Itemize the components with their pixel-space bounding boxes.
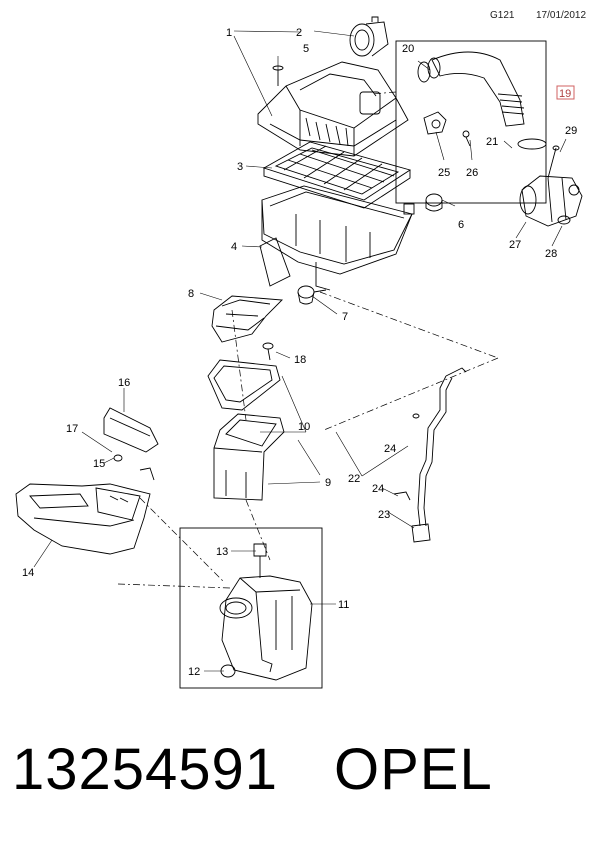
seal-10 — [207, 359, 281, 411]
screw-5 — [272, 65, 284, 86]
callout-27: 27 — [509, 239, 521, 251]
clip-24 — [393, 413, 420, 501]
callout-12: 12 — [188, 666, 200, 678]
intake-duct-9 — [213, 413, 285, 501]
callout-4: 4 — [231, 241, 237, 253]
callout-22: 22 — [348, 473, 360, 485]
callout-2: 2 — [296, 27, 302, 39]
callout-15: 15 — [93, 458, 105, 470]
air-cleaner-lower-housing — [259, 185, 415, 291]
callout-29: 29 — [565, 125, 577, 137]
clip-18 — [262, 342, 274, 361]
callout-10: 10 — [298, 421, 310, 433]
callout-14: 14 — [22, 567, 34, 579]
callout-19-box — [556, 85, 575, 100]
callout-5: 5 — [303, 43, 309, 55]
screw-26 — [462, 130, 471, 147]
callout-6: 6 — [458, 219, 464, 231]
callout-18: 18 — [294, 354, 306, 366]
screw-15 — [113, 454, 123, 462]
clamp-20 — [417, 61, 431, 83]
callout-25: 25 — [438, 167, 450, 179]
bracket-16 — [103, 407, 159, 453]
diagram-date: 17/01/2012 — [536, 10, 587, 21]
callout-21: 21 — [486, 136, 498, 148]
callout-11: 11 — [338, 599, 349, 611]
callout-20: 20 — [402, 43, 414, 55]
air-cleaner-cover — [257, 61, 409, 157]
diagram-code: G121 — [490, 10, 515, 21]
callout-26: 26 — [466, 167, 478, 179]
callout-16: 16 — [118, 377, 130, 389]
callout-9: 9 — [325, 477, 331, 489]
callout-7: 7 — [342, 311, 348, 323]
valve-25 — [423, 111, 447, 135]
callout-28: 28 — [545, 248, 557, 260]
detail-frame-air-hose — [395, 40, 547, 204]
callout-24-upper: 24 — [384, 443, 396, 455]
air-filter-element — [262, 141, 412, 209]
mass-airflow-sensor — [349, 16, 389, 57]
detail-frame-resonator — [179, 527, 323, 689]
callout-23: 23 — [378, 509, 390, 521]
bolt-29 — [547, 145, 560, 179]
gasket-28 — [557, 215, 571, 225]
air-intake-snorkel-14 — [15, 467, 155, 555]
grommet-12 — [220, 659, 273, 678]
air-hose-19 — [427, 51, 525, 127]
callout-3: 3 — [237, 161, 243, 173]
air-duct-8 — [211, 295, 284, 343]
exploded-view-drawing: 1 2 3 4 5 6 7 8 9 10 11 12 13 14 15 16 1… — [15, 16, 583, 689]
grommet-6 — [425, 193, 443, 212]
part-number: 13254591 — [12, 737, 279, 802]
resonator-11 — [219, 575, 313, 681]
callout-8: 8 — [188, 288, 194, 300]
mount-7 — [297, 285, 327, 305]
grommet-13 — [253, 543, 267, 578]
callout-17: 17 — [66, 423, 78, 435]
connector-23 — [411, 523, 431, 543]
brand-name: OPEL — [334, 737, 493, 802]
breather-hose-22 — [417, 367, 467, 527]
callout-13: 13 — [216, 546, 228, 558]
pump-27 — [519, 175, 583, 227]
clamp-21 — [517, 138, 547, 150]
callout-1: 1 — [226, 27, 232, 39]
callout-19: 19 — [559, 88, 571, 100]
callout-24-lower: 24 — [372, 483, 384, 495]
